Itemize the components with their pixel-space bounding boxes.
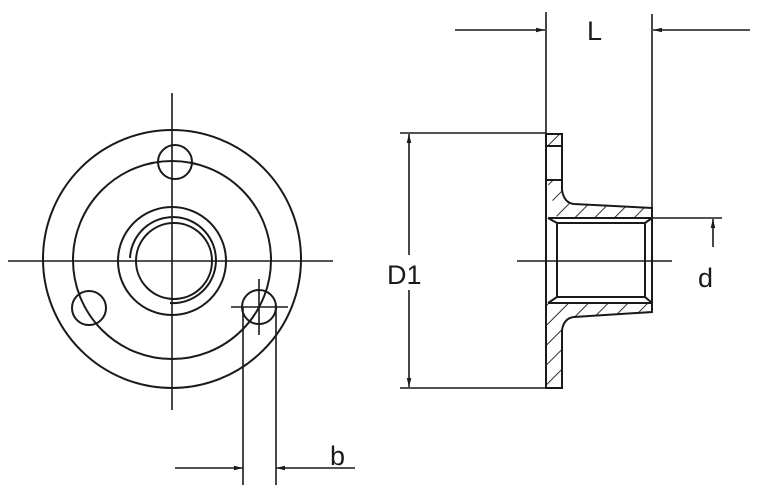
bore-bottom bbox=[547, 296, 653, 304]
bolt-hole-top bbox=[157, 144, 193, 180]
d1-label: D1 bbox=[387, 260, 422, 290]
b-label: b bbox=[330, 441, 345, 471]
hatch-upper bbox=[547, 180, 652, 218]
hatch-lower bbox=[547, 303, 652, 388]
hole-pitch-circle bbox=[72, 160, 272, 360]
section-view: L D1 d bbox=[387, 12, 750, 389]
hub-circle bbox=[117, 206, 227, 316]
flange-outer-circle bbox=[42, 129, 302, 389]
d-label: d bbox=[698, 263, 713, 293]
bolt-hole-left bbox=[71, 290, 107, 326]
bore-top bbox=[547, 217, 653, 224]
front-view: b bbox=[8, 93, 355, 485]
bore-circle bbox=[135, 222, 213, 300]
part-outline bbox=[545, 133, 653, 389]
hatch-flange-top bbox=[547, 134, 562, 146]
l-label: L bbox=[587, 16, 602, 46]
thread-arc bbox=[129, 216, 217, 305]
